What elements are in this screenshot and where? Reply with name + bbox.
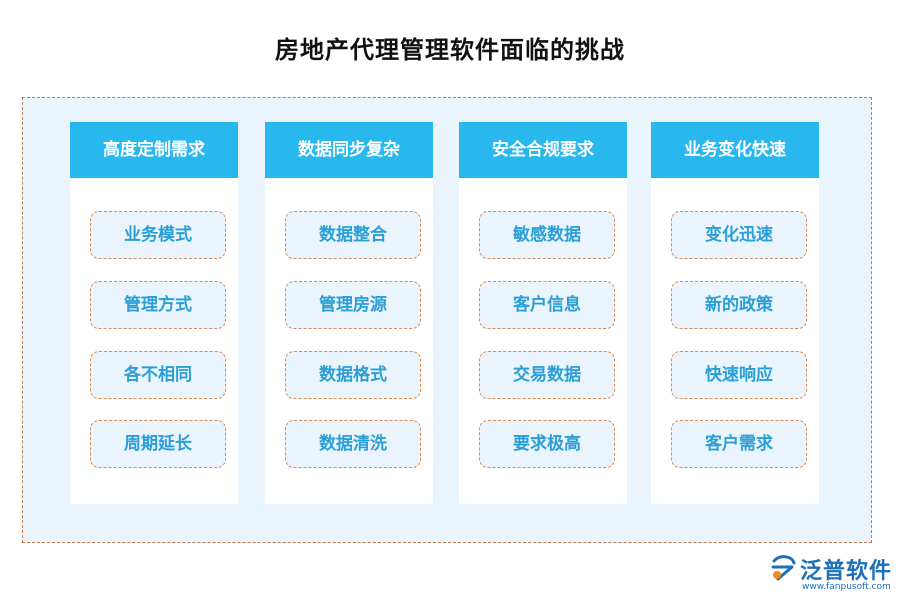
brand-name: 泛普软件: [800, 559, 893, 584]
column-customization: 高度定制需求 业务模式 管理方式 各不相同 周期延长: [70, 122, 238, 504]
challenge-item: 要求极高: [479, 420, 615, 468]
challenge-item: 敏感数据: [479, 211, 615, 259]
column-business-change: 业务变化快速 变化迅速 新的政策 快速响应 客户需求: [651, 122, 819, 504]
challenge-item: 数据清洗: [285, 420, 421, 468]
challenge-item: 管理方式: [90, 281, 226, 329]
challenge-item: 客户需求: [671, 420, 807, 468]
brand-logo: 泛普软件 www.fanpusoft.com: [768, 551, 898, 597]
column-header: 数据同步复杂: [265, 122, 433, 178]
column-header: 安全合规要求: [459, 122, 627, 178]
column-header: 业务变化快速: [651, 122, 819, 178]
challenge-item: 周期延长: [90, 420, 226, 468]
column-header: 高度定制需求: [70, 122, 238, 178]
challenge-item: 快速响应: [671, 351, 807, 399]
fanpu-logo-icon: [771, 555, 796, 581]
challenge-item: 客户信息: [479, 281, 615, 329]
column-security: 安全合规要求 敏感数据 客户信息 交易数据 要求极高: [459, 122, 627, 504]
diagram-title: 房地产代理管理软件面临的挑战: [275, 36, 625, 64]
challenge-item: 管理房源: [285, 281, 421, 329]
challenge-item: 业务模式: [90, 211, 226, 259]
column-data-sync: 数据同步复杂 数据整合 管理房源 数据格式 数据清洗: [265, 122, 433, 504]
challenge-item: 新的政策: [671, 281, 807, 329]
challenge-item: 交易数据: [479, 351, 615, 399]
challenge-item: 变化迅速: [671, 211, 807, 259]
challenge-item: 数据格式: [285, 351, 421, 399]
challenge-item: 数据整合: [285, 211, 421, 259]
challenge-panel: 高度定制需求 业务模式 管理方式 各不相同 周期延长 数据同步复杂 数据整合 管…: [22, 97, 872, 543]
brand-url: www.fanpusoft.com: [802, 582, 891, 592]
challenge-item: 各不相同: [90, 351, 226, 399]
